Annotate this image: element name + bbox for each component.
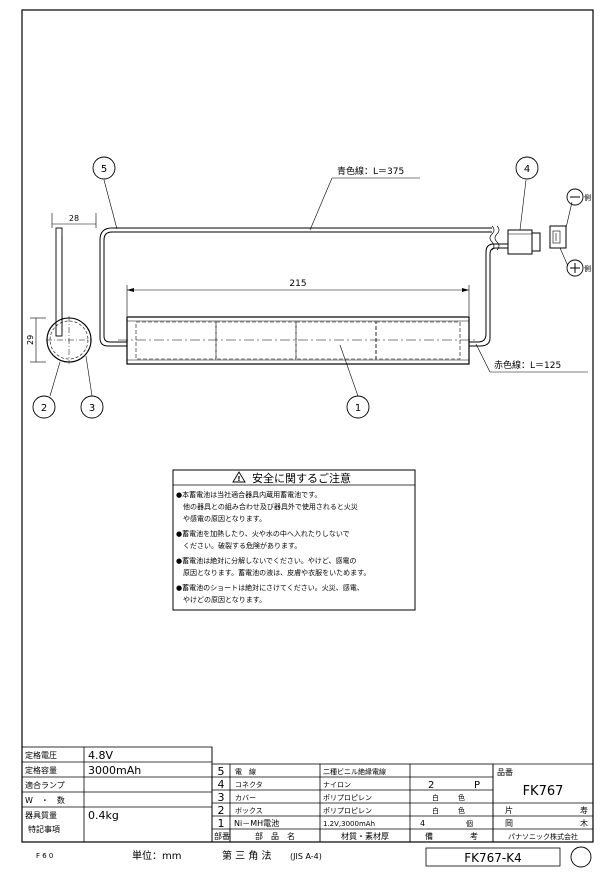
part-unit: 個	[466, 819, 473, 828]
part-no: 2	[218, 804, 225, 817]
header-remarks-2: 考	[470, 832, 478, 841]
dimension-width: 28	[69, 214, 79, 223]
approver-1: 片	[505, 805, 513, 815]
balloon-1: 1	[355, 403, 361, 414]
jis-label: (JIS A-4)	[290, 852, 322, 861]
part-material: 二種ビニル絶縁電線	[323, 767, 386, 776]
part-material: 1.2V,3000mAh	[323, 820, 375, 828]
safety-line: ●蓄電池は絶対に分解しないでください。やけど、感電の	[176, 556, 357, 565]
balloon-4: 4	[524, 164, 530, 175]
spec-table: 定格電圧 4.8V 定格容量 3000mAh 適合ランプ W ・ 数 器具質量 …	[25, 749, 141, 834]
part-number-label: 品番	[497, 767, 513, 777]
header-part-name: 部 品 名	[255, 831, 295, 841]
title-block-right: 品番 FK767 片 寿 岡 木	[497, 767, 588, 828]
safety-line: ●本蓄電池は当社適合器具内蔵用蓄電池です。	[176, 490, 321, 499]
part-no: 4	[218, 778, 225, 791]
safety-line: やけどの原因となります。	[176, 596, 266, 604]
part-name: コネクタ	[235, 780, 263, 789]
spec-label: W ・ 数	[25, 795, 65, 805]
header-material: 材質・素材厚	[341, 831, 389, 841]
projection-label: 第 三 角 法	[222, 849, 272, 862]
safety-line: ください。破裂する危険があります。	[176, 541, 301, 550]
part-no: 5	[218, 765, 225, 778]
drawing-number-box	[425, 847, 561, 867]
title-block	[21, 746, 593, 843]
part-no: 3	[218, 791, 225, 804]
company-name: パナソニック株式会社	[508, 832, 578, 841]
part-qty: 白	[432, 793, 439, 802]
spec-label: 特記事項	[28, 824, 60, 834]
safety-line: や感電の原因となります。	[176, 514, 266, 523]
header-part-no: 部番	[214, 831, 230, 841]
dimension-height: 29	[26, 335, 35, 345]
approver-2: 岡	[505, 819, 513, 828]
part-name: 電 線	[235, 767, 256, 776]
drawing-number: FK767-K4	[464, 851, 522, 865]
part-name: カバー	[235, 794, 256, 802]
safety-notice: ! 安全に関するご注意 ●本蓄電池は当社適合器具内蔵用蓄電池です。 他の器具との…	[172, 469, 416, 611]
approver-2b: 木	[580, 818, 588, 828]
part-balloons	[32, 156, 584, 419]
part-unit: 色	[458, 793, 465, 802]
balloon-3: 3	[89, 403, 95, 414]
balloon-5: 5	[101, 164, 107, 175]
safety-title: 安全に関するご注意	[252, 471, 351, 485]
sheet-border	[21, 9, 594, 843]
unit-label: 単位：mm	[132, 849, 181, 862]
safety-line: 他の器具との組み合わせ及び器具外で使用されると火災	[176, 502, 358, 511]
blue-wire-label: 青色線：L＝375	[337, 165, 404, 177]
spec-label: 適合ランプ	[25, 780, 65, 790]
battery-drawing	[30, 156, 588, 419]
parts-table: 5 電 線 二種ビニル絶縁電線 4 コネクタ ナイロン 2 P 3 カバー ポリ…	[218, 765, 481, 830]
spec-label: 定格容量	[25, 765, 57, 775]
part-material: ポリプロピレン	[323, 794, 372, 802]
plus-side-label: 側	[584, 264, 591, 273]
revision-circle	[570, 846, 592, 868]
safety-line: ●蓄電池を加熱したり、火や水の中へ入れたりしないで	[176, 529, 350, 538]
part-no: 1	[218, 817, 225, 830]
warning-icon	[232, 471, 246, 483]
part-number: FK767	[523, 784, 564, 799]
footer: F 6 0 単位：mm 第 三 角 法 (JIS A-4) FK767-K4	[36, 846, 592, 868]
red-wire-label: 赤色線：L＝125	[494, 359, 561, 371]
part-name: ボックス	[235, 807, 263, 815]
spec-label: 器具質量	[25, 810, 57, 820]
part-material: ナイロン	[323, 781, 351, 789]
part-unit: P	[474, 780, 480, 791]
dimension-length: 215	[289, 279, 306, 289]
end-view	[30, 213, 97, 397]
balloon-2: 2	[41, 403, 47, 414]
safety-line: 原因となります。蓄電池の液は、皮膚や衣服をいためます。	[176, 568, 370, 577]
parts-header-row: 部番 部 品 名 材質・素材厚 備 考 パナソニック株式会社	[212, 828, 593, 842]
spec-label: 定格電圧	[25, 750, 57, 760]
blue-wire	[99, 177, 492, 347]
part-material: ポリプロピレン	[323, 807, 372, 815]
part-qty: 白	[432, 806, 439, 815]
sheet-code: F 6 0	[36, 852, 53, 860]
part-qty: 4	[420, 819, 425, 828]
spec-value: 4.8V	[88, 749, 113, 762]
header-remarks-1: 備	[425, 831, 433, 841]
part-unit: 色	[458, 806, 465, 815]
red-wire	[469, 225, 588, 373]
battery-pack	[118, 285, 478, 397]
part-name: Ni－MH電池	[234, 818, 279, 828]
spec-value: 3000mAh	[88, 764, 141, 777]
svg-text:!: !	[237, 475, 240, 483]
spec-value: 0.4kg	[88, 809, 119, 822]
part-qty: 2	[428, 780, 434, 791]
connector	[507, 179, 573, 267]
approver-1b: 寿	[580, 805, 588, 815]
minus-side-label: 側	[584, 193, 591, 202]
safety-line: ●蓄電池のショートは絶対にさけてください。火災、感電、	[176, 583, 364, 592]
